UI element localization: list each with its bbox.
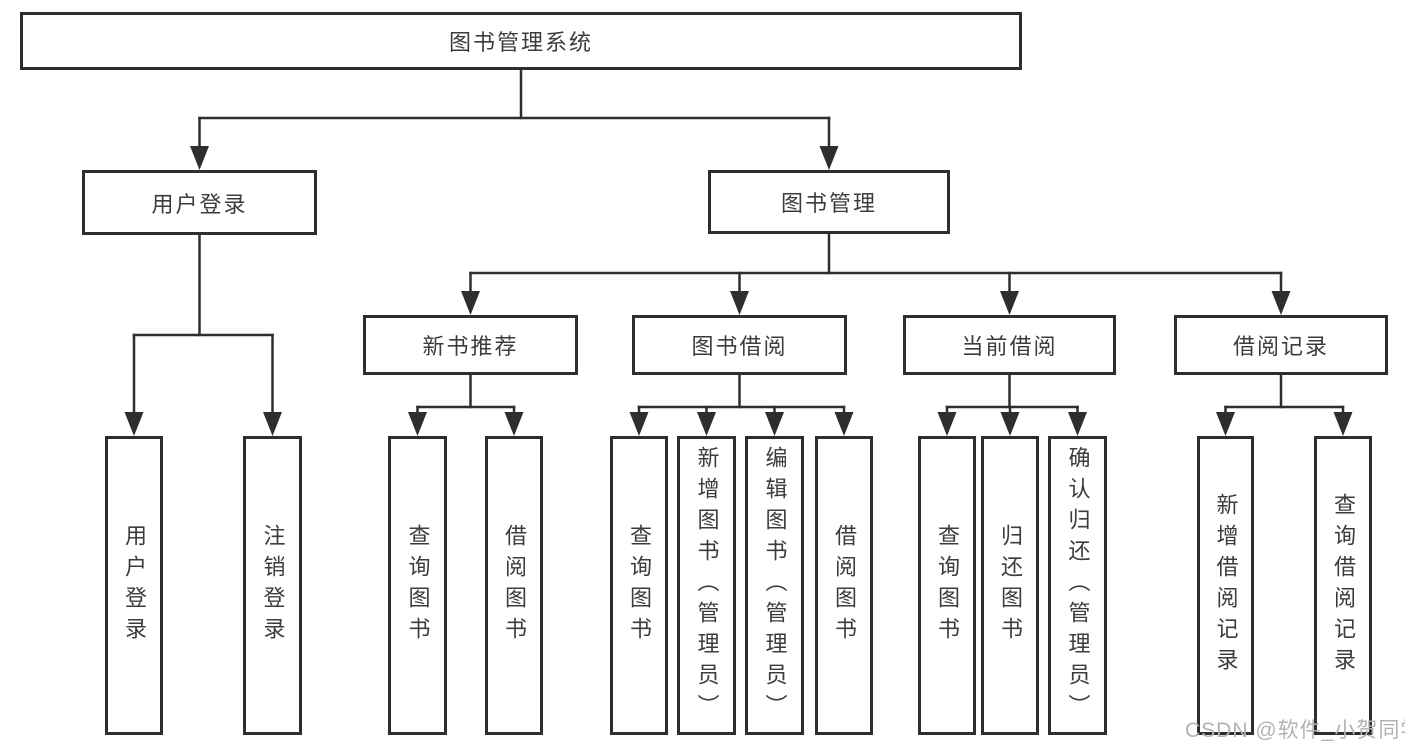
node-book-borrowing: 图书借阅 bbox=[632, 315, 847, 375]
leaf-add-books-admin: 新增图书（管理员） bbox=[677, 436, 736, 735]
leaf-query-borrowing-record: 查询借阅记录 bbox=[1314, 436, 1372, 735]
leaf-user-login: 用户登录 bbox=[105, 436, 163, 735]
leaf-edit-books-admin: 编辑图书（管理员） bbox=[745, 436, 804, 735]
leaf-confirm-return-admin: 确认归还（管理员） bbox=[1048, 436, 1107, 735]
csdn-watermark: CSDN @软件_小贺同学 bbox=[1185, 719, 1405, 742]
leaf-query-books-borrowing: 查询图书 bbox=[610, 436, 668, 735]
node-borrowing-records: 借阅记录 bbox=[1174, 315, 1388, 375]
node-library-system-root: 图书管理系统 bbox=[20, 12, 1022, 70]
leaf-query-books-recommendation: 查询图书 bbox=[388, 436, 447, 735]
node-current-borrowing: 当前借阅 bbox=[903, 315, 1116, 375]
leaf-borrow-books-borrowing: 借阅图书 bbox=[815, 436, 873, 735]
node-new-book-recommendation: 新书推荐 bbox=[363, 315, 578, 375]
leaf-borrow-books-recommendation: 借阅图书 bbox=[485, 436, 543, 735]
leaf-add-borrowing-record: 新增借阅记录 bbox=[1197, 436, 1254, 735]
leaf-logout: 注销登录 bbox=[243, 436, 302, 735]
node-book-management: 图书管理 bbox=[708, 170, 950, 234]
leaf-return-books: 归还图书 bbox=[981, 436, 1039, 735]
node-user-login: 用户登录 bbox=[82, 170, 317, 235]
leaf-query-books-current: 查询图书 bbox=[918, 436, 976, 735]
